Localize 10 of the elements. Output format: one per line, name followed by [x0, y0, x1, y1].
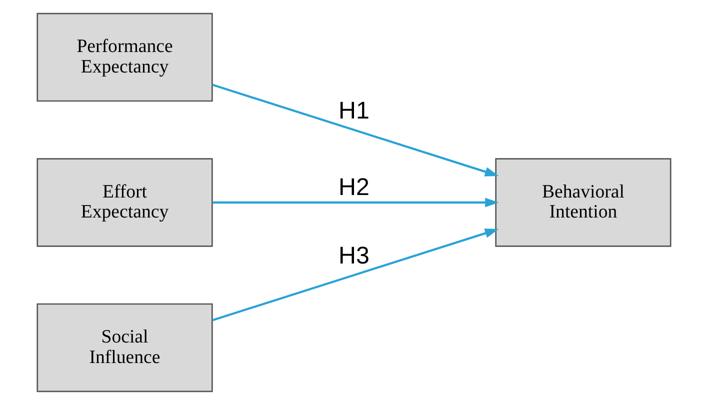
arrow [212, 228, 499, 322]
node-box: Social Influence [36, 303, 213, 392]
arrow [212, 198, 499, 208]
arrow [212, 84, 499, 176]
edge-label: H3 [338, 242, 370, 270]
node-box: Behavioral Intention [495, 158, 672, 247]
node-box: Performance Expectancy [36, 12, 213, 102]
node-box: Effort Expectancy [36, 158, 213, 247]
edge-label: H2 [338, 174, 370, 201]
edge-label: H1 [338, 97, 370, 124]
